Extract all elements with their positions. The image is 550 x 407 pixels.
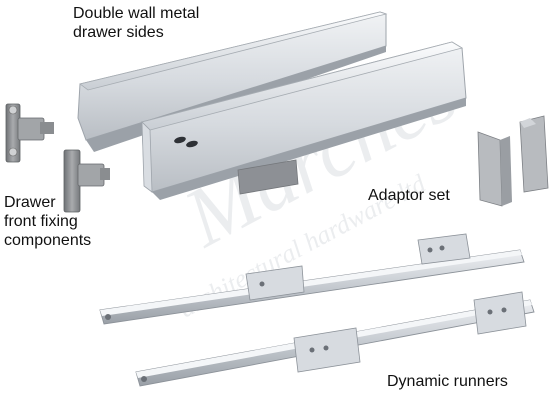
drawer-side-slot — [186, 140, 198, 148]
dynamic-runner-lower — [135, 291, 535, 387]
adaptor-part — [477, 131, 512, 207]
cover-cap — [237, 159, 299, 195]
label-adaptor-set: Adaptor set — [368, 187, 450, 204]
front-fixing-component — [5, 103, 54, 163]
drawer-side-front — [141, 41, 467, 200]
adaptor-part — [519, 115, 549, 193]
drawer-side-slot — [174, 136, 186, 144]
label-dynamic-runners: Dynamic runners — [387, 373, 508, 390]
dynamic-runner-upper — [99, 233, 525, 325]
label-front-fixing: Drawer front fixing components — [4, 194, 92, 249]
front-fixing-component — [63, 149, 110, 213]
label-drawer-sides: Double wall metal drawer sides — [73, 5, 200, 41]
